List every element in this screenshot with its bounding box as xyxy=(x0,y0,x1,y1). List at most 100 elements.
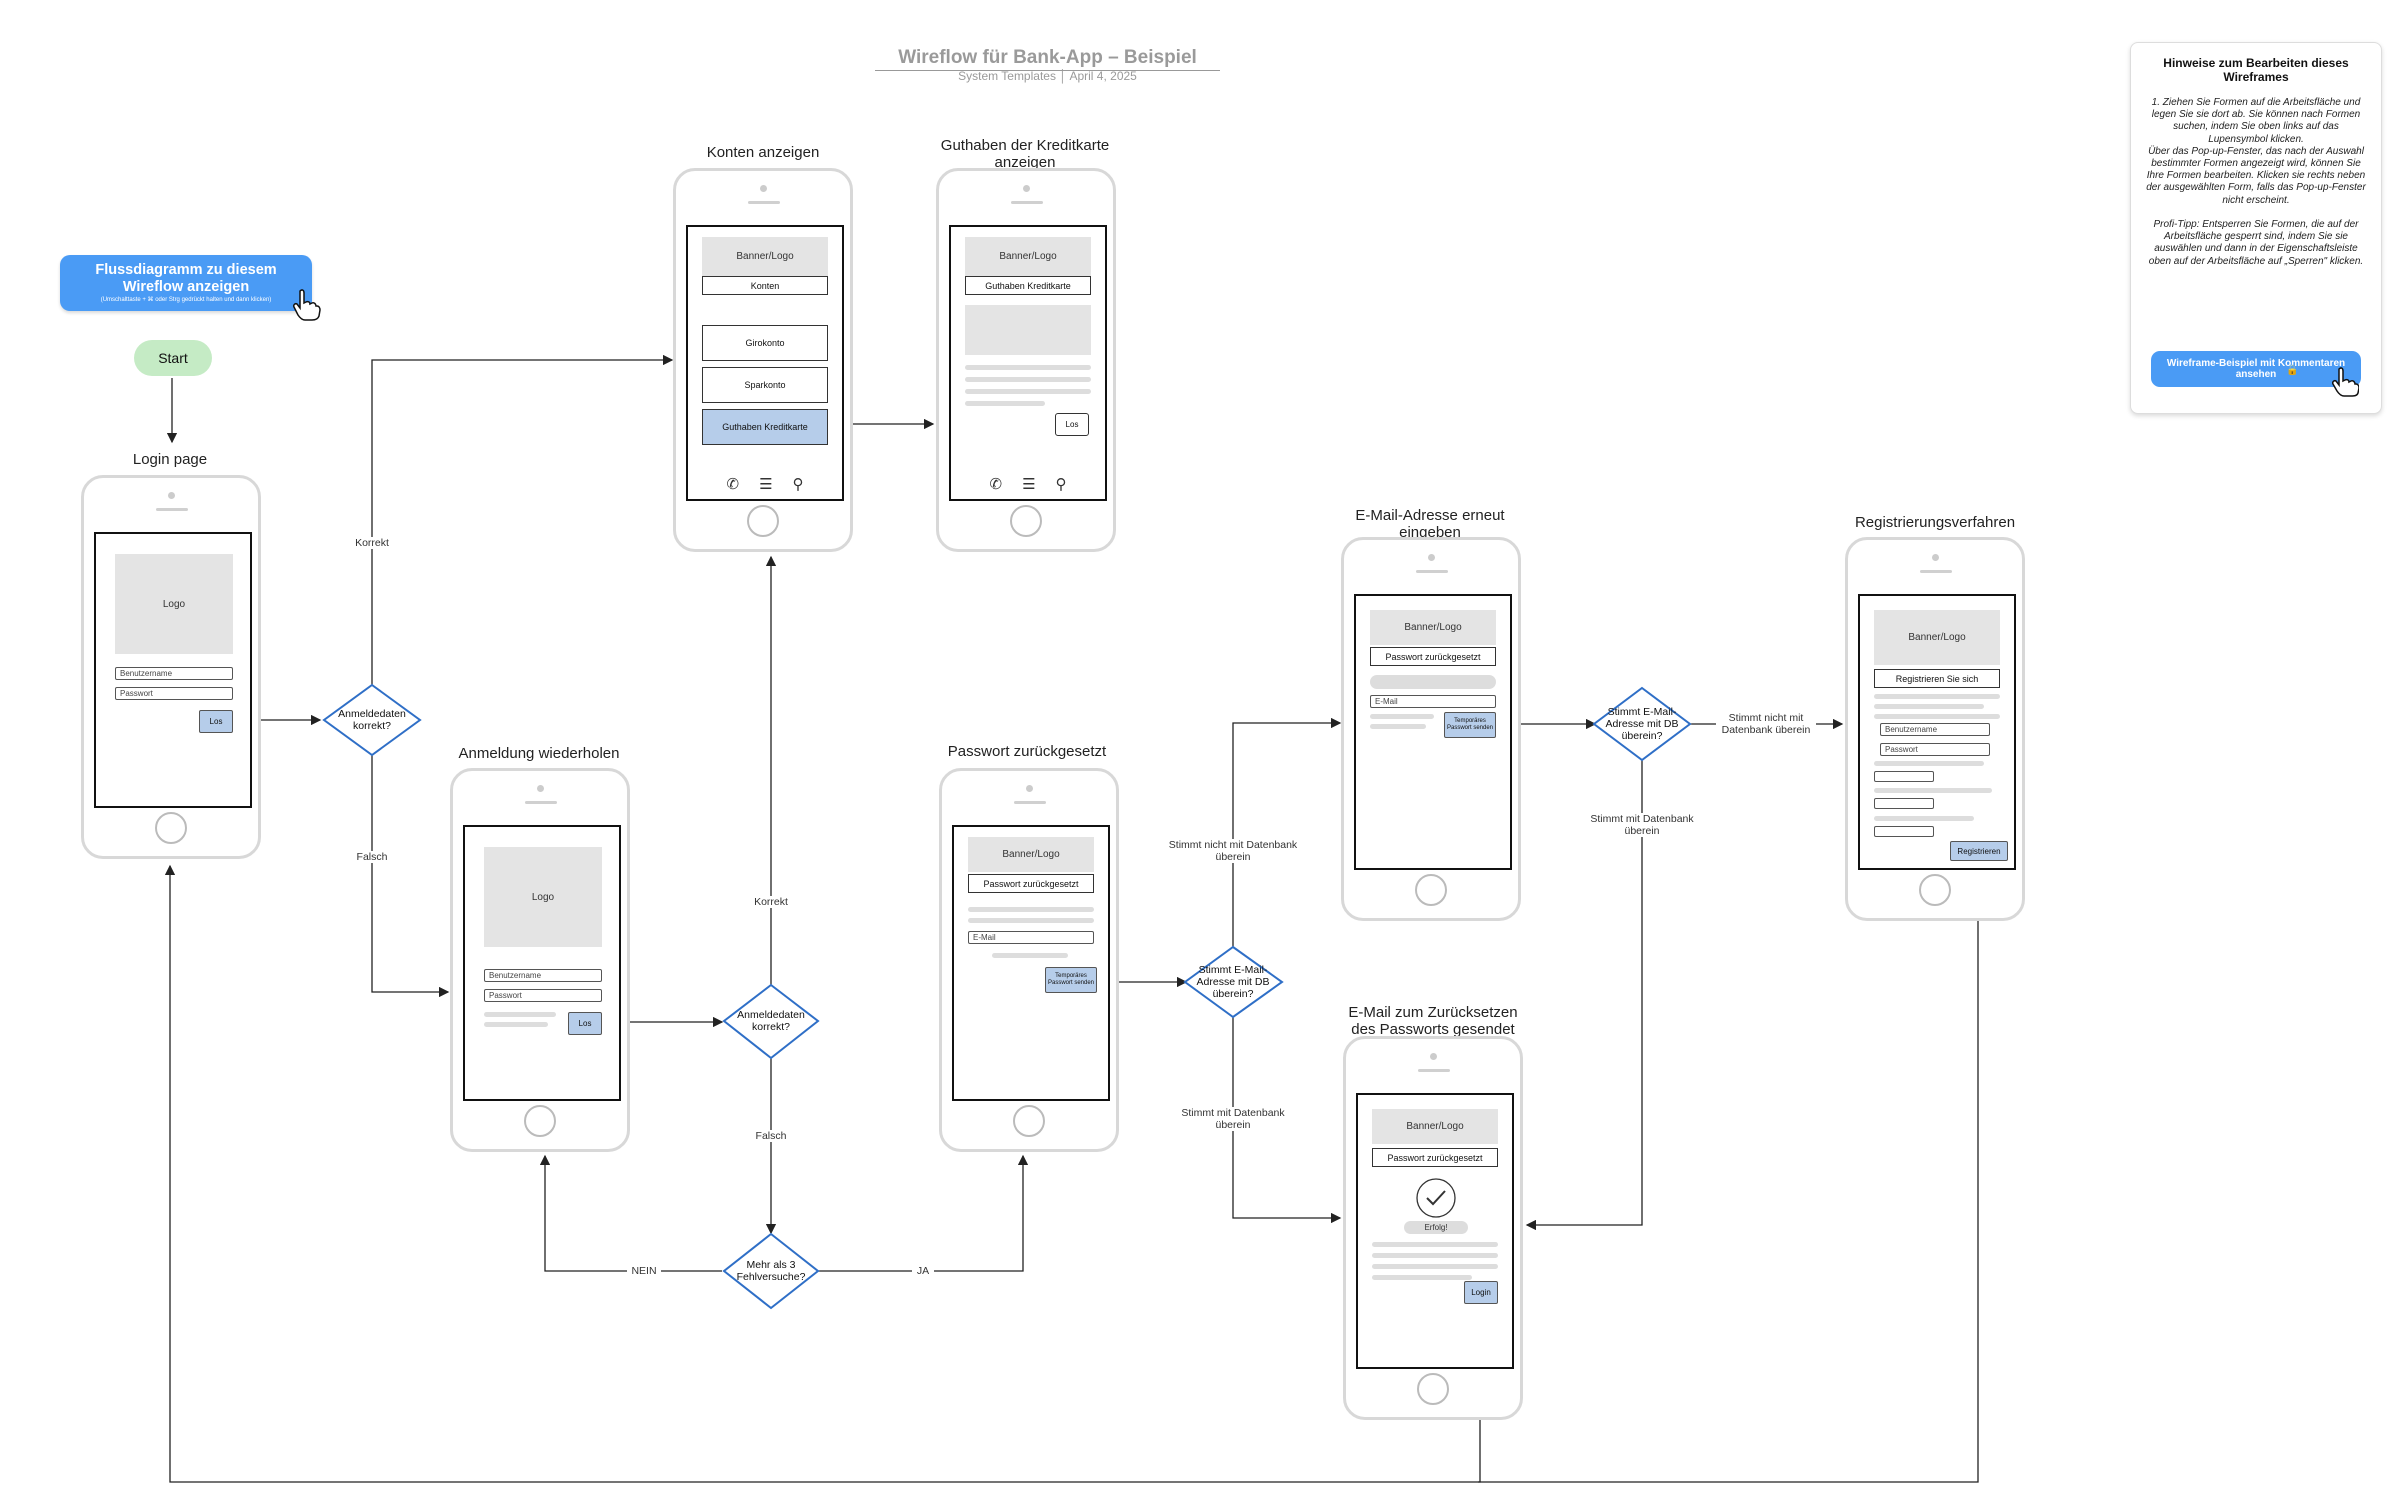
home-button[interactable] xyxy=(1417,1373,1449,1405)
home-button[interactable] xyxy=(1010,505,1042,537)
text-line xyxy=(1372,1242,1498,1247)
edge-label-ja: JA xyxy=(912,1265,934,1277)
checkmark-circle-icon xyxy=(1416,1178,1456,1218)
register-label: Registrierungsverfahren xyxy=(1854,514,2016,531)
banner-logo: Banner/Logo xyxy=(965,237,1091,276)
sent-screen: Banner/Logo Passwort zurückgesetzt Erfol… xyxy=(1356,1093,1514,1369)
edge-d4-sent xyxy=(1232,1017,1342,1224)
account-girokonto[interactable]: Girokonto xyxy=(702,325,828,361)
text-line xyxy=(968,907,1094,912)
edge-label-no-match-1: Stimmt nicht mit Datenbank überein xyxy=(1163,839,1303,863)
logo-placeholder: Logo xyxy=(115,554,233,654)
view-annotated-example-button[interactable]: Wireframe-Beispiel mit Kommentaren anseh… xyxy=(2151,351,2361,387)
text-line xyxy=(965,377,1091,382)
edge-label-korrekt-1: Korrekt xyxy=(350,537,394,549)
flowchart-button-hint: (Umschalttaste + ⌘ oder Strg gedrückt ha… xyxy=(100,297,272,303)
menu-icon[interactable]: ☰ xyxy=(759,476,773,493)
edge-register-login xyxy=(1478,866,1979,1483)
home-button[interactable] xyxy=(1415,874,1447,906)
phone-icon[interactable]: ✆ xyxy=(726,476,740,493)
home-button[interactable] xyxy=(155,812,187,844)
decision-d2-label: Anmeldedaten korrekt? xyxy=(737,1009,805,1033)
hint-body: 1. Ziehen Sie Formen auf die Arbeitsfläc… xyxy=(2146,97,2366,267)
menu-icon[interactable]: ☰ xyxy=(1022,476,1036,493)
login-go-button[interactable]: Los xyxy=(199,710,233,733)
text-line xyxy=(965,365,1091,370)
retry-go-button[interactable]: Los xyxy=(568,1012,602,1035)
edge-d1-retry xyxy=(371,755,450,998)
konten-label: Konten anzeigen xyxy=(706,144,820,161)
edge-label-falsch-1: Falsch xyxy=(352,851,392,863)
bottom-nav: ✆ ☰ ⚲ xyxy=(951,475,1105,493)
text-line xyxy=(484,1012,556,1017)
form-field[interactable] xyxy=(1874,798,1934,809)
username-input[interactable]: Benutzername xyxy=(1880,723,1990,736)
lock-icon: 🔒 xyxy=(2286,365,2299,376)
phone-email-again: Banner/Logo Passwort zurückgesetzt E-Mai… xyxy=(1341,537,1521,921)
home-button[interactable] xyxy=(1013,1105,1045,1137)
phone-icon[interactable]: ✆ xyxy=(989,476,1003,493)
account-kreditkarte[interactable]: Guthaben Kreditkarte xyxy=(702,409,828,445)
email-input[interactable]: E-Mail xyxy=(968,931,1094,944)
location-pin-icon[interactable]: ⚲ xyxy=(792,476,804,493)
password-input[interactable]: Passwort xyxy=(1880,743,1990,756)
reset-header: Passwort zurückgesetzt xyxy=(1370,647,1496,666)
edge-d3-retry xyxy=(539,1154,722,1272)
account-sparkonto[interactable]: Sparkonto xyxy=(702,367,828,403)
home-button[interactable] xyxy=(747,505,779,537)
flowchart-button-line1: Flussdiagramm zu diesem xyxy=(95,262,277,278)
login-label: Login page xyxy=(132,451,208,468)
username-input[interactable]: Benutzername xyxy=(484,969,602,982)
phone-reset: Banner/Logo Passwort zurückgesetzt E-Mai… xyxy=(939,768,1119,1152)
location-pin-icon[interactable]: ⚲ xyxy=(1055,476,1067,493)
hand-cursor-icon xyxy=(2332,367,2359,397)
konten-screen: Banner/Logo Konten Girokonto Sparkonto G… xyxy=(686,225,844,501)
edge-d3-reset xyxy=(818,1154,1029,1272)
speaker xyxy=(156,508,188,511)
camera xyxy=(1932,554,1939,561)
speaker xyxy=(1014,801,1046,804)
decision-d4-label: Stimmt E-Mail-Adresse mit DB überein? xyxy=(1196,964,1270,1000)
edge-d4-emailagain xyxy=(1232,717,1342,947)
email-again-screen: Banner/Logo Passwort zurückgesetzt E-Mai… xyxy=(1354,594,1512,870)
logo-placeholder: Logo xyxy=(484,847,602,947)
phone-konten: Banner/Logo Konten Girokonto Sparkonto G… xyxy=(673,168,853,552)
edge-label-nein: NEIN xyxy=(627,1265,661,1277)
password-input[interactable]: Passwort xyxy=(484,989,602,1002)
content-placeholder xyxy=(965,305,1091,355)
send-temp-password-button[interactable]: Temporäres Passwort senden xyxy=(1045,967,1097,993)
text-line xyxy=(1874,816,1974,821)
speaker xyxy=(1418,1069,1450,1072)
decision-d1-shape xyxy=(322,683,422,757)
text-line xyxy=(1372,1275,1472,1280)
hint-panel: Hinweise zum Bearbeiten dieses Wireframe… xyxy=(2130,42,2382,414)
hint-title: Hinweise zum Bearbeiten dieses Wireframe… xyxy=(2163,56,2349,84)
form-field[interactable] xyxy=(1874,771,1934,782)
phone-retry: Logo Benutzername Passwort Los xyxy=(450,768,630,1152)
speaker xyxy=(525,801,557,804)
edge-d5-sent xyxy=(1525,760,1643,1231)
home-button[interactable] xyxy=(1919,874,1951,906)
username-input[interactable]: Benutzername xyxy=(115,667,233,680)
reset-header: Passwort zurückgesetzt xyxy=(1372,1148,1498,1167)
view-flowchart-button[interactable]: Flussdiagramm zu diesem Wireflow anzeige… xyxy=(60,255,321,321)
text-line xyxy=(1370,714,1434,719)
form-field[interactable] xyxy=(1874,826,1934,837)
send-temp-password-button[interactable]: Temporäres Passwort senden xyxy=(1444,712,1496,738)
home-button[interactable] xyxy=(524,1105,556,1137)
text-line xyxy=(968,918,1094,923)
decision-d5-shape xyxy=(1592,686,1692,762)
decision-d3-label: Mehr als 3 Fehlversuche? xyxy=(736,1259,806,1283)
banner-logo: Banner/Logo xyxy=(968,837,1094,872)
reset-header: Passwort zurückgesetzt xyxy=(968,874,1094,893)
register-header: Registrieren Sie sich xyxy=(1874,669,2000,688)
register-button[interactable]: Registrieren xyxy=(1950,841,2008,861)
login-button[interactable]: Login xyxy=(1464,1281,1498,1304)
retry-screen: Logo Benutzername Passwort Los xyxy=(463,825,621,1101)
email-input[interactable]: E-Mail xyxy=(1370,695,1496,708)
password-input[interactable]: Passwort xyxy=(115,687,233,700)
kredit-go-button[interactable]: Los xyxy=(1055,413,1089,436)
banner-logo: Banner/Logo xyxy=(702,237,828,276)
